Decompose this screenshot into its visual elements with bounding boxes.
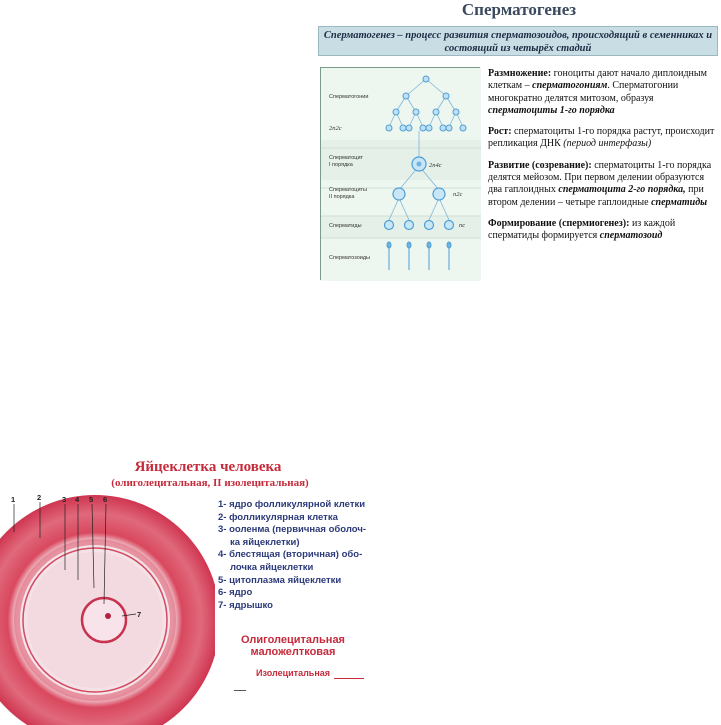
label-formula-2: 2n4c [429,162,442,169]
egg-number-5: 5 [89,495,93,504]
egg-number-2: 2 [37,493,41,502]
stage-heading: Формирование (спермиогенез): [488,217,630,229]
label-formula-4: nc [459,222,465,229]
stage-formation: Формирование (спермиогенез): из каждой с… [488,218,716,243]
legend-item-6: 6- ядро [218,587,253,599]
stage-text: сперматоциты 1-го порядка растут, происх… [488,126,715,150]
label-spermatozoa: Сперматозоиды [329,255,370,261]
zone-spermatids [321,216,481,238]
label-spermatogonia: Сперматогонии [329,94,368,100]
label-spermatocyte1-b: I порядка [329,162,354,168]
legend-item-3-cont: ка яйцеклетки) [230,536,300,548]
egg-number-6: 6 [103,495,107,504]
legend-item-7: 7- ядрышко [218,599,273,611]
stage-text: при втором делении – четыре гаплоидные [488,184,704,208]
stage-text: сперматоциты 1-го порядка делятся мейозо… [488,159,712,196]
oligolecithal-line-1: Олиголецитальная [241,634,345,646]
legend-item-4-cont: лочка яйцеклетки [230,561,314,573]
egg-cell-illustration: 1 2 3 4 5 6 7 [0,493,215,725]
egg-subtitle: (олиголецитальная, II изолецитальная) [111,477,309,489]
stage-growth: Рост: сперматоциты 1-го порядка растут, … [488,126,716,151]
label-spermatocyte2-a: Сперматоциты [329,187,367,193]
stage-text: . Сперматогонии многократно делятся мито… [488,80,679,104]
label-formula-3: n2c [453,191,463,198]
stage-heading: Размножение: [488,68,552,79]
stage-emphasis: сперматоциты 1-го порядка [488,104,615,116]
egg-number-7: 7 [137,610,141,619]
label-spermatocyte2-b: II порядка [329,194,355,200]
legend-item-5: 5- цитоплазма яйцеклетки [218,574,342,586]
egg-title: Яйцеклетка человека [134,459,282,475]
zone-formation [321,238,481,281]
isolecithal-underline [334,678,364,679]
isolecithal-label: Изолецитальная [256,668,331,678]
oligolecithal-line-2: маложелтковая [250,646,336,658]
stage-text: из каждой сперматиды формируется [488,217,676,242]
stage-emphasis: сперматоцита 2-го порядка, [558,184,686,196]
egg-number-3: 3 [62,495,66,504]
egg-legend: 1- ядро фолликулярной клетки 2- фолликул… [218,499,378,612]
zone-growth [321,140,481,180]
page-title: Сперматогенез [461,0,577,19]
stage-text: гоноциты дают начало диплоидным клеткам … [488,68,707,92]
legend-item-4: 4- блестящая (вторичная) обо- [218,549,363,561]
definition-term: Сперматогенез [323,30,395,41]
legend-item-2: 2- фолликулярная клетка [218,511,338,523]
stage-emphasis: сперматиды [651,196,708,208]
zona-pellucida [14,539,176,701]
legend-item-3: 3- ооленма (первичная оболоч- [218,524,366,536]
label-formula-1: 2n2c [329,125,342,132]
stage-heading: Рост: [488,126,512,138]
label-spermatids: Сперматиды [329,223,362,229]
stage-emphasis: сперматозоид [599,230,663,242]
stage-italic: (период интерфазы) [563,138,652,150]
stage-heading: Развитие (созревание): [488,159,592,171]
definition-box: Сперматогенез – процесс развития спермат… [318,26,718,56]
stage-maturation: Развитие (созревание): сперматоциты 1-го… [488,160,716,209]
spermatogenesis-tree: Сперматогонии 2n2c Сперматоцит I порядка… [321,68,481,281]
definition-text: – процесс развития сперматозоидов, проис… [394,30,713,54]
egg-nucleus [80,596,128,644]
oligolecithal-label: Олиголецитальная маложелтковая [228,634,358,658]
egg-number-1: 1 [11,495,15,504]
stage-multiplication: Размножение: гоноциты дают начало диплои… [488,68,716,117]
legend-item-1: 1- ядро фолликулярной клетки [218,499,366,510]
egg-number-4: 4 [75,495,80,504]
egg-nucleolus [105,613,111,619]
stage-emphasis: сперматогониям [532,80,608,92]
dash-mark [234,690,246,691]
spermatogenesis-diagram: Сперматогонии 2n2c Сперматоцит I порядка… [320,67,481,281]
label-spermatocyte1-a: Сперматоцит [329,155,364,161]
stages-list: Размножение: гоноциты дают начало диплои… [488,68,716,252]
